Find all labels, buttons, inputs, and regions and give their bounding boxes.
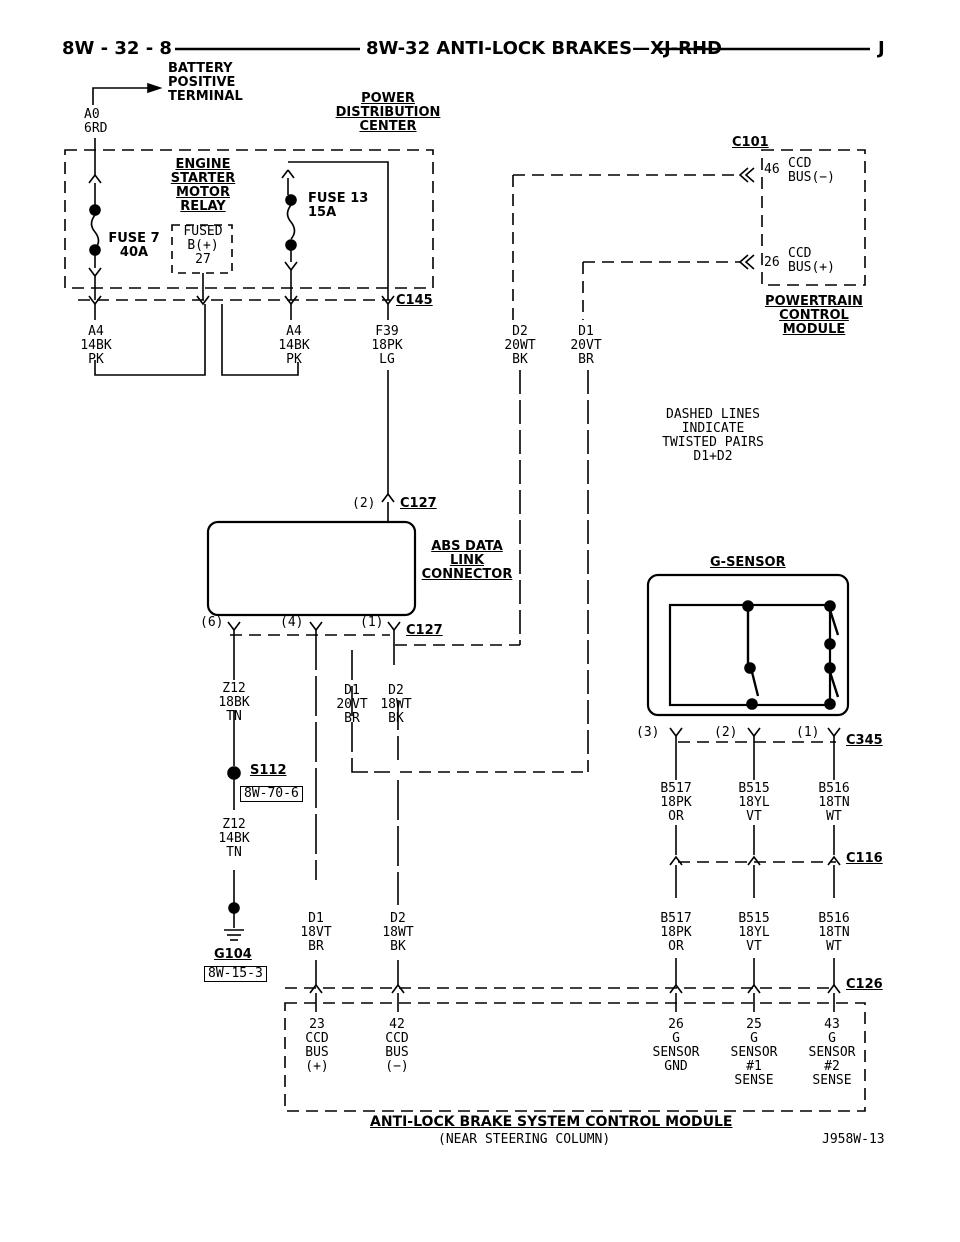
c127-pin-1: (1) [360,615,384,630]
c127-pin-4: (4) [280,615,304,630]
section-letter: J [878,38,885,59]
a0-circuit-label: A0 6RD [84,107,108,136]
z12-upper-wire-label: Z12 18BK TN [218,681,250,724]
fuse-13-label: FUSE 13 15A [308,191,369,220]
a4-right-wire-label: A4 14BK PK [278,324,310,367]
b517-lower-wire-label: B517 18PK OR [660,911,692,954]
c345-pin-1: (1) [796,725,820,740]
b515-wire-label: B515 18YL VT [738,781,770,824]
abs-data-link-label: ABS DATA LINK CONNECTOR [421,539,513,582]
abs-pin-26: 26 G SENSOR GND [652,1017,700,1074]
g-sensor-title: G-SENSOR [710,555,786,570]
page-title: 8W-32 ANTI-LOCK BRAKES—XJ-RHD [366,38,722,59]
fused-b-plus-label: FUSED B(+) 27 [183,224,223,267]
a4-left-wire-label: A4 14BK PK [80,324,112,367]
pcm-title: POWERTRAIN CONTROL MODULE [765,294,863,337]
z12-lower-wire-label: Z12 14BK TN [218,817,250,860]
b516-wire-label: B516 18TN WT [818,781,850,824]
s112-splice-label: S112 [250,763,287,778]
c116-label: C116 [846,851,883,866]
g104-ground-label: G104 [214,947,252,962]
starter-relay-label: ENGINE STARTER MOTOR RELAY [170,157,236,214]
c345-label: C345 [846,733,883,748]
d2-wire-label: D2 20WT BK [504,324,536,367]
figure-id: J958W-13 [822,1132,885,1147]
pdc-title: POWER DISTRIBUTION CENTER [335,91,441,134]
b516-lower-wire-label: B516 18TN WT [818,911,850,954]
b517-wire-label: B517 18PK OR [660,781,692,824]
abs-module-location: (NEAR STEERING COLUMN) [438,1132,611,1147]
d1-mid-wire-label: D1 20VT BR [336,683,368,726]
c127-top-label: C127 [400,496,437,511]
s112-reference-box: 8W-70-6 [240,786,303,802]
b515-lower-wire-label: B515 18YL VT [738,911,770,954]
abs-module-title: ANTI-LOCK BRAKE SYSTEM CONTROL MODULE [370,1114,733,1130]
f39-wire-label: F39 18PK LG [371,324,403,367]
d2-lower-wire-label: D2 18WT BK [382,911,414,954]
c127-pin-2: (2) [352,496,376,511]
c145-label: C145 [396,293,433,308]
c127-bottom-label: C127 [406,623,443,638]
pcm-pin-46: 46 [764,162,780,177]
c126-label: C126 [846,977,883,992]
d1-lower-wire-label: D1 18VT BR [300,911,332,954]
fuse-7-label: FUSE 7 40A [108,231,160,260]
c345-pin-3: (3) [636,725,660,740]
page-number: 8W - 32 - 8 [62,38,172,59]
d2-mid-wire-label: D2 18WT BK [380,683,412,726]
d1-wire-label: D1 20VT BR [570,324,602,367]
abs-pin-42: 42 CCD BUS (−) [385,1017,409,1074]
c345-pin-2: (2) [714,725,738,740]
ccd-bus-minus-label: CCD BUS(−) [788,156,835,185]
twisted-pair-note: DASHED LINES INDICATE TWISTED PAIRS D1+D… [662,407,764,464]
pcm-pin-26: 26 [764,255,780,270]
c101-label: C101 [732,135,769,150]
c127-pin-6: (6) [200,615,224,630]
battery-label: BATTERY POSITIVE TERMINAL [168,61,243,104]
abs-pin-23: 23 CCD BUS (+) [305,1017,329,1074]
abs-pin-25: 25 G SENSOR #1 SENSE [730,1017,778,1088]
g104-reference-box: 8W-15-3 [204,966,267,982]
ccd-bus-plus-label: CCD BUS(+) [788,246,835,275]
abs-pin-43: 43 G SENSOR #2 SENSE [808,1017,856,1088]
